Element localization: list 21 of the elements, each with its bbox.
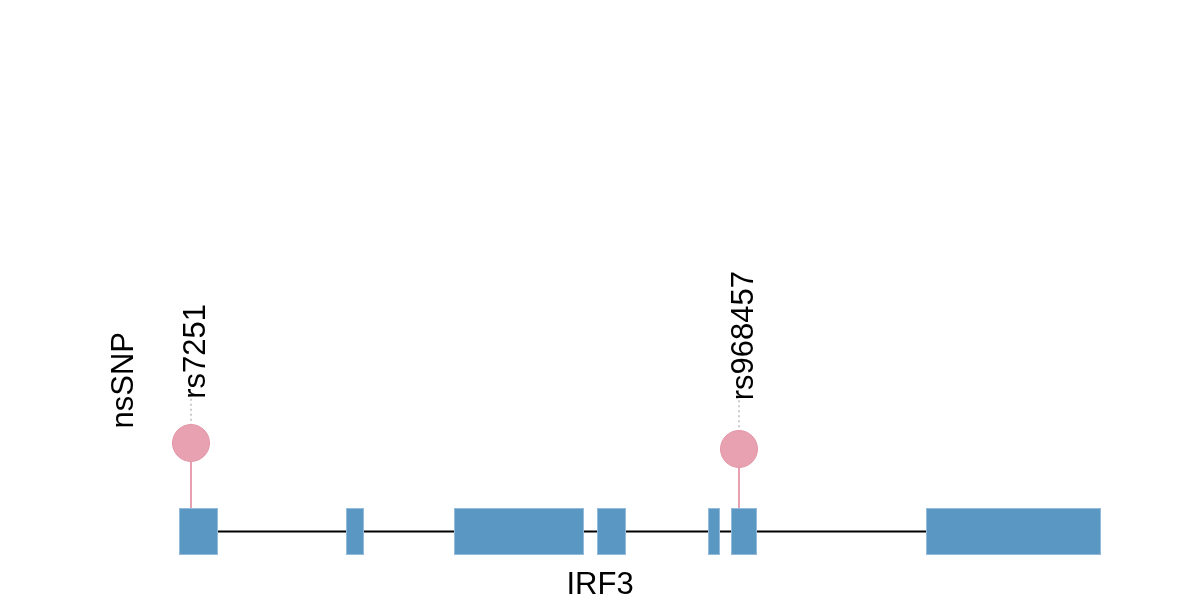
intron-line <box>756 530 927 533</box>
exon-block <box>731 508 757 555</box>
intron-line <box>217 530 347 533</box>
snp-marker <box>172 424 210 462</box>
intron-line <box>625 530 709 533</box>
snp-label: rs7251 <box>178 304 210 399</box>
intron-line <box>363 530 455 533</box>
exon-block <box>926 508 1101 555</box>
exon-block <box>179 508 218 555</box>
stem-line <box>190 461 192 509</box>
track-label: nsSNP <box>106 332 138 429</box>
snp-marker <box>720 430 758 468</box>
gene-label: IRF3 <box>566 568 634 599</box>
intron-line <box>719 530 732 533</box>
intron-line <box>583 530 598 533</box>
exon-block <box>346 508 364 555</box>
stem-line <box>738 467 740 509</box>
exon-block <box>454 508 584 555</box>
exon-block <box>597 508 626 555</box>
snp-label: rs968457 <box>726 271 758 401</box>
exon-block <box>708 508 720 555</box>
